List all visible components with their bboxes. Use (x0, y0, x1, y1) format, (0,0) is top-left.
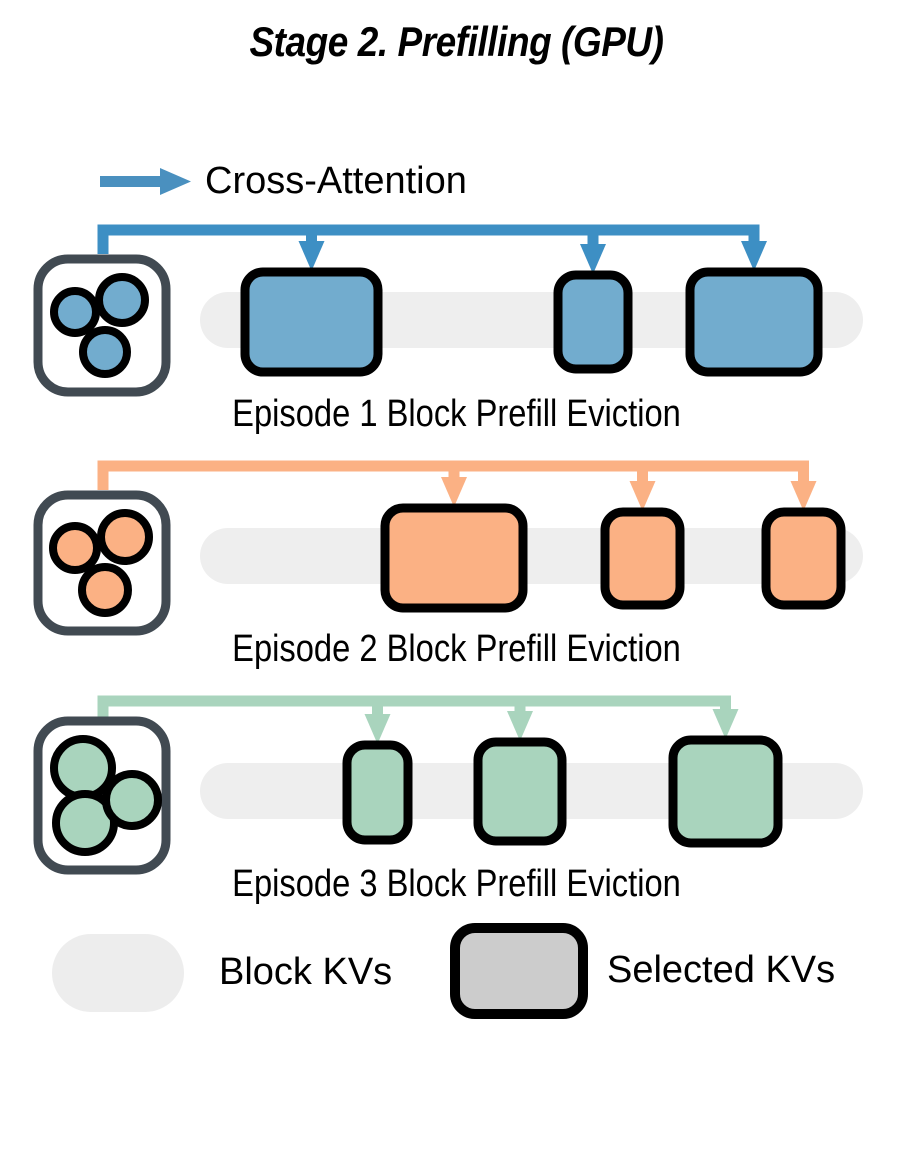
episode-1-arrow-2-head (580, 244, 606, 274)
episode-1-icon-circle-2 (95, 273, 149, 327)
episode-1-selected-block-1 (240, 267, 383, 377)
episode-1-icon-circle-1 (50, 287, 100, 337)
episode-3-arrow-2-shaft (514, 695, 526, 711)
episode-1-caption: Episode 1 Block Prefill Eviction (232, 393, 681, 435)
episode-2-arrow-1-head (441, 477, 467, 507)
episode-1-arrow-3-shaft (748, 224, 760, 241)
episode-3-connector-bus (97, 695, 731, 707)
episode-2-arrow-2-shaft (637, 460, 648, 481)
episode-2-icon-circle-1 (49, 522, 101, 574)
episode-2-icon-circle-2 (97, 509, 153, 565)
episode-1-arrow-2-shaft (587, 224, 599, 244)
episode-1-arrow-3-head (741, 241, 767, 271)
episode-3-arrow-2-head (507, 711, 533, 741)
legend-selected-kvs-swatch (450, 923, 588, 1019)
episode-1-selected-block-2 (553, 270, 633, 374)
episode-2-selected-block-3 (761, 507, 846, 610)
episode-2-selected-block-2 (600, 507, 685, 610)
cross-attention-arrow-shaft (100, 176, 162, 187)
episode-3-arrow-3-shaft (720, 695, 731, 709)
page-title: Stage 2. Prefilling (GPU) (249, 18, 664, 65)
episode-3-arrow-1-head (364, 714, 391, 744)
episode-3-selected-block-2 (473, 737, 567, 846)
episode-2-arrow-3-head (790, 481, 817, 511)
episode-3-arrow-3-head (712, 709, 739, 739)
cross-attention-label: Cross-Attention (205, 160, 467, 202)
episode-2-selected-block-1 (380, 503, 528, 613)
episode-2-arrow-1 (441, 460, 467, 507)
episode-2-arrow-1-shaft (448, 460, 460, 477)
episode-1-arrow-2 (580, 224, 606, 274)
episode-1-arrow-3 (741, 224, 767, 271)
episode-3-arrow-1 (364, 695, 391, 744)
episode-3-caption: Episode 3 Block Prefill Eviction (232, 863, 681, 905)
episode-3-selected-block-3 (668, 735, 783, 848)
episode-2-group (33, 460, 863, 636)
episode-3-icon-circle-1 (50, 735, 116, 801)
episode-2-arrow-2 (629, 460, 656, 511)
episode-1-arrow-1-shaft (306, 224, 317, 241)
episode-3-arrow-2 (507, 695, 533, 741)
episode-3-connector-stub (97, 701, 109, 725)
episode-2-arrow-3-shaft (798, 460, 809, 481)
cross-attention-arrow-head (160, 168, 191, 195)
legend-block-kvs-swatch (52, 934, 184, 1012)
episode-3-group (33, 695, 863, 875)
episode-1-group (33, 224, 863, 397)
episode-1-arrow-1 (298, 224, 325, 271)
episode-2-block-kv-track (200, 528, 863, 584)
legend-block-kvs-label: Block KVs (219, 951, 393, 993)
episode-2-caption: Episode 2 Block Prefill Eviction (232, 628, 681, 670)
episode-1-connector-stub (97, 230, 109, 254)
episode-1-selected-block-3 (685, 267, 823, 377)
episode-1-icon-circle-3 (79, 326, 131, 378)
episode-2-icon-circle-3 (78, 563, 132, 617)
episode-2-arrow-3 (790, 460, 817, 511)
episode-3-arrow-3 (712, 695, 739, 739)
episode-3-arrow-1-shaft (372, 695, 383, 714)
episode-3-selected-block-1 (342, 740, 413, 845)
episode-1-connector-bus (97, 224, 760, 236)
legend-selected-kvs-label: Selected KVs (607, 949, 836, 991)
episode-1-arrow-1-head (298, 241, 325, 271)
episode-2-arrow-2-head (629, 481, 656, 511)
episode-2-connector-stub (97, 466, 109, 490)
episode-3-icon-circle-3 (102, 770, 162, 830)
